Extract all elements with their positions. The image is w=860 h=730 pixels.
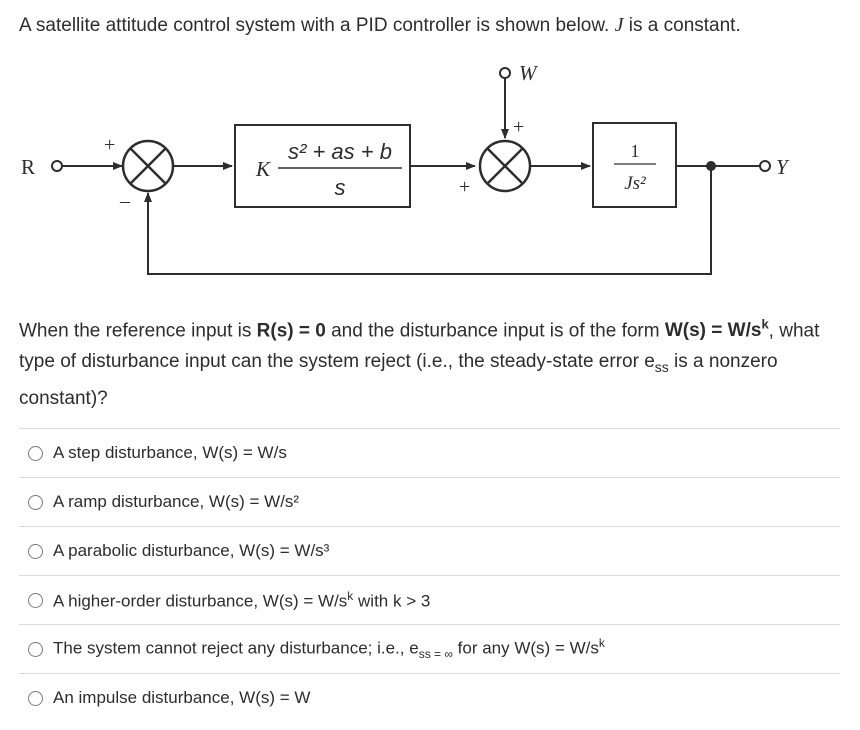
option-higher-order[interactable]: A higher-order disturbance, W(s) = W/sk … [19, 575, 840, 624]
sum2-plus-left-sign: + [459, 176, 470, 198]
option-sup: k [347, 588, 354, 603]
question-part: When the reference input is [19, 320, 257, 342]
option-label: A higher-order disturbance, W(s) = W/sk … [53, 589, 430, 612]
disturbance-terminal [499, 67, 511, 79]
option-cannot-reject[interactable]: The system cannot reject any disturbance… [19, 624, 840, 673]
option-label-part: with k > 3 [353, 591, 431, 611]
radio-button[interactable] [28, 445, 43, 461]
sum1-minus-sign: – [119, 190, 131, 212]
junction-cross [487, 148, 523, 184]
option-parabolic[interactable]: A parabolic disturbance, W(s) = W/s³ [19, 526, 840, 575]
feedback-line [144, 166, 712, 275]
plant-numerator: 1 [631, 141, 640, 161]
option-label: The system cannot reject any disturbance… [53, 636, 605, 661]
controller-numerator: s² + as + b [288, 139, 392, 164]
option-label: A parabolic disturbance, W(s) = W/s³ [53, 541, 330, 560]
option-ramp[interactable]: A ramp disturbance, W(s) = W/s² [19, 477, 840, 526]
option-sup: k [598, 636, 605, 651]
block-diagram: R Y W + – + + K s² + as + b s 1 Js² [21, 61, 790, 275]
intro-text-part: A satellite attitude control system with… [19, 15, 615, 36]
controller-denominator: s [335, 175, 346, 200]
ess-subscript: ss [654, 359, 669, 376]
option-impulse[interactable]: An impulse disturbance, W(s) = W [19, 673, 840, 722]
sum2-plus-top-sign: + [513, 116, 524, 138]
option-label-part: A higher-order disturbance, W(s) = W/s [53, 591, 348, 611]
input-terminal [51, 160, 63, 172]
input-label: R [21, 155, 35, 179]
radio-button[interactable] [28, 690, 43, 706]
sum1-plus-sign: + [104, 134, 115, 156]
plant-block [592, 122, 677, 208]
question-bold: R(s) = 0 [256, 320, 326, 342]
option-label: A ramp disturbance, W(s) = W/s² [53, 492, 300, 511]
junction-cross [130, 148, 166, 184]
question-sup: k [761, 317, 769, 332]
option-label: An impulse disturbance, W(s) = W [53, 688, 311, 707]
constant-symbol: J [614, 14, 624, 36]
question-bold: W(s) = W/sk [664, 317, 769, 342]
option-step[interactable]: A step disturbance, W(s) = W/s [19, 428, 840, 477]
output-terminal [759, 160, 771, 172]
plant-denominator: Js² [624, 173, 646, 194]
option-sub: ss = ∞ [418, 647, 453, 662]
radio-button[interactable] [28, 543, 43, 559]
output-label: Y [776, 155, 790, 179]
intro-text-part: is a constant. [623, 15, 741, 36]
option-label-part: The system cannot reject any disturbance… [53, 639, 419, 659]
disturbance-label: W [519, 61, 539, 85]
answer-options: A step disturbance, W(s) = W/s A ramp di… [19, 428, 840, 722]
question-text: When the reference input is R(s) = 0 and… [19, 309, 849, 414]
ess-base: e [644, 351, 655, 373]
question-part: and the disturbance input is of the form [325, 320, 665, 342]
radio-button[interactable] [28, 641, 43, 657]
controller-gain: K [255, 157, 271, 181]
intro-text: A satellite attitude control system with… [19, 12, 741, 39]
radio-button[interactable] [28, 592, 43, 608]
option-label: A step disturbance, W(s) = W/s [53, 443, 287, 462]
ess-symbol: ess [644, 351, 669, 376]
question-bold-part: W(s) = W/s [664, 320, 762, 342]
question-part: is a nonzero constant)? [19, 351, 778, 410]
option-label-part: for any W(s) = W/s [452, 639, 599, 659]
radio-button[interactable] [28, 494, 43, 510]
question-part: , what type of disturbance input can the… [19, 320, 820, 373]
